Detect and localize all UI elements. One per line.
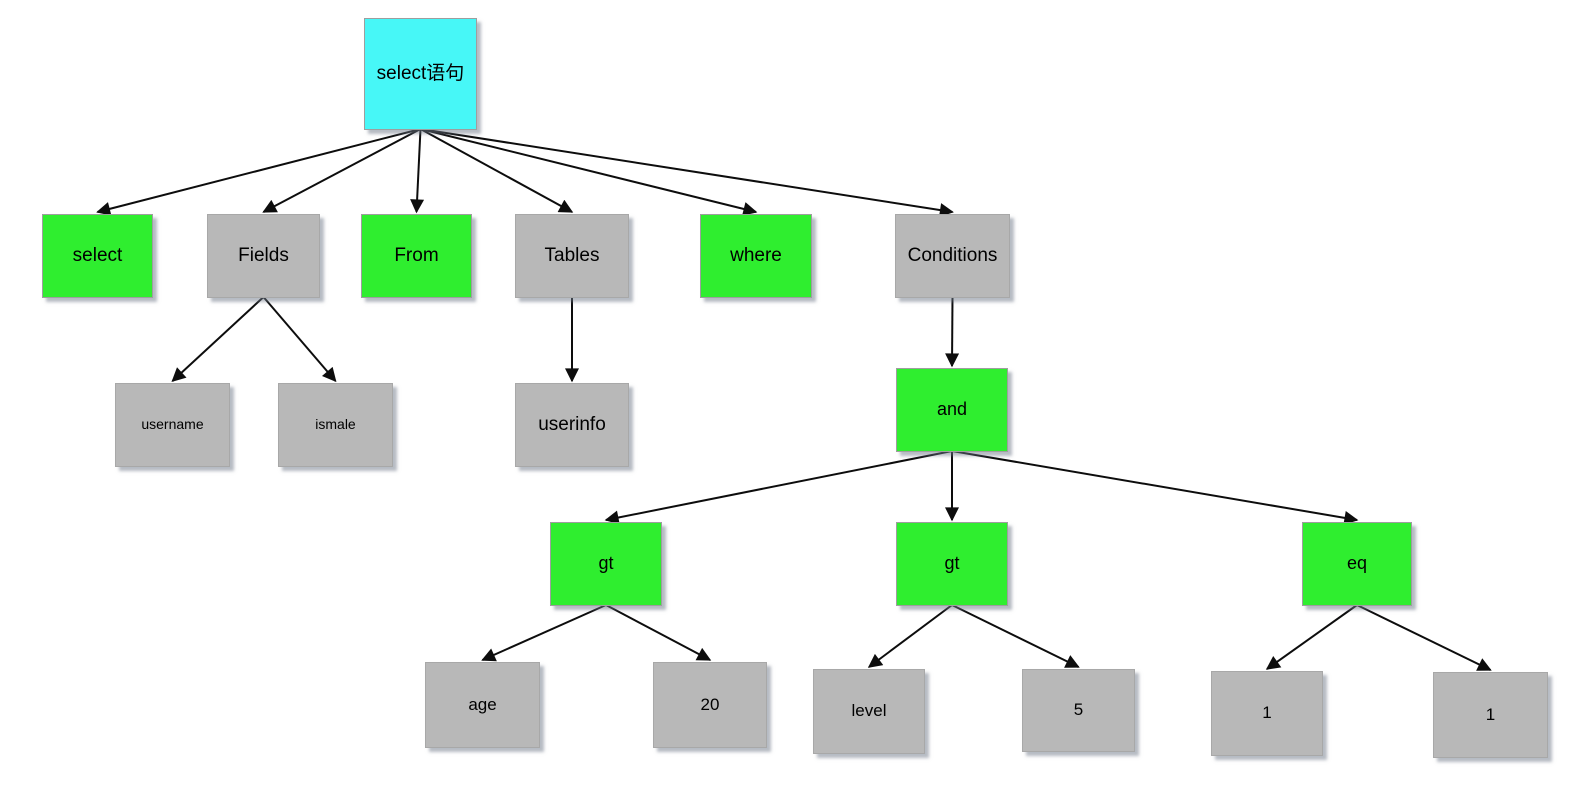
- node-label: Fields: [238, 244, 289, 266]
- node-username: username: [115, 383, 230, 467]
- node-level: level: [813, 669, 925, 754]
- node-1-right: 1: [1433, 672, 1548, 758]
- node-conditions: Conditions: [895, 214, 1010, 298]
- node-label: gt: [944, 553, 960, 574]
- node-label: 1: [1262, 703, 1272, 723]
- node-tables: Tables: [515, 214, 629, 298]
- node-label: gt: [598, 553, 614, 574]
- node-label: where: [730, 244, 782, 266]
- node-where: where: [700, 214, 812, 298]
- node-label: Tables: [544, 244, 600, 266]
- node-1-left: 1: [1211, 671, 1323, 756]
- node-label: and: [936, 399, 968, 420]
- node-from: From: [361, 214, 472, 298]
- node-label: select: [72, 244, 123, 266]
- node-20: 20: [653, 662, 767, 748]
- node-fields: Fields: [207, 214, 320, 298]
- node-gt-left: gt: [550, 522, 662, 606]
- node-label: eq: [1346, 553, 1368, 574]
- node-5: 5: [1022, 669, 1135, 752]
- node-ismale: ismale: [278, 383, 393, 467]
- node-select: select: [42, 214, 153, 298]
- node-age: age: [425, 662, 540, 748]
- node-eq: eq: [1302, 522, 1412, 606]
- node-label: ismale: [315, 416, 356, 433]
- node-label: 20: [700, 694, 720, 714]
- node-label: userinfo: [538, 413, 606, 435]
- node-label: level: [851, 701, 887, 721]
- node-label: Conditions: [907, 244, 998, 266]
- node-label: age: [468, 694, 497, 714]
- node-label: select语句: [376, 62, 465, 84]
- node-userinfo: userinfo: [515, 383, 629, 467]
- node-gt-right: gt: [896, 522, 1008, 606]
- node-and: and: [896, 368, 1008, 452]
- node-label: username: [141, 416, 204, 433]
- node-select-statement: select语句: [364, 18, 477, 130]
- node-label: From: [394, 244, 439, 266]
- node-label: 1: [1485, 704, 1496, 724]
- node-label: 5: [1073, 700, 1084, 720]
